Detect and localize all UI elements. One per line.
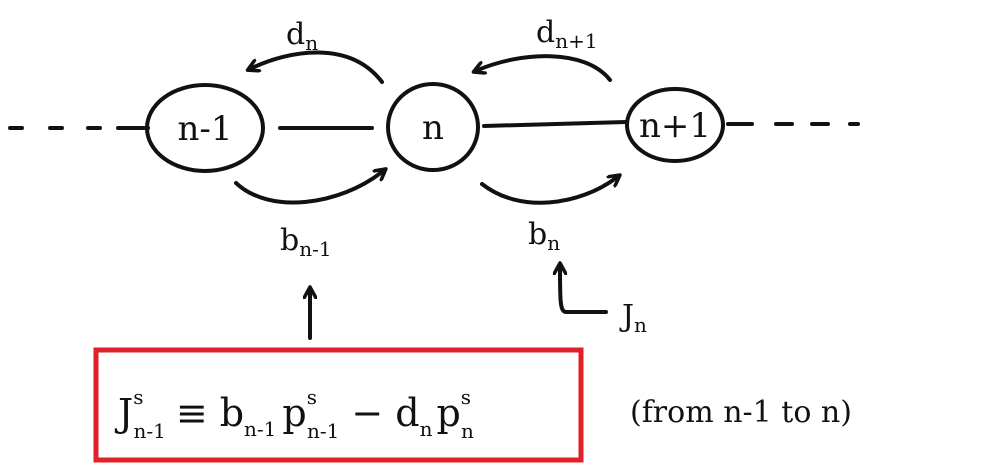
arrow-d-n [252, 50, 384, 84]
node-n-label: n [422, 108, 444, 148]
link-center-right [482, 120, 628, 128]
arrow-j-n [560, 268, 608, 314]
node-n-minus-1-label: n-1 [177, 109, 232, 149]
direction-note: (from n-1 to n) [630, 395, 852, 430]
node-n-plus-1-label: n+1 [639, 106, 711, 146]
arrow-d-n-plus-1 [478, 54, 612, 82]
label-b-n: bn [528, 217, 560, 255]
arrow-b-n-minus-1 [234, 172, 382, 205]
node-n-minus-1-circle [145, 83, 265, 173]
node-n-plus-1: n+1 [625, 87, 725, 163]
node-n-minus-1: n-1 [145, 83, 265, 173]
label-d-n-plus-1: dn+1 [536, 15, 598, 53]
node-n-circle [386, 82, 480, 172]
label-b-n-minus-1: bn-1 [280, 223, 332, 261]
label-j-n: Jn [619, 299, 647, 337]
chain-line [8, 120, 860, 130]
node-n: n [386, 82, 480, 172]
flux-equation-box [93, 347, 584, 463]
label-d-n: dn [286, 17, 318, 55]
arrow-b-n [480, 178, 616, 205]
node-n-plus-1-circle [625, 87, 725, 163]
